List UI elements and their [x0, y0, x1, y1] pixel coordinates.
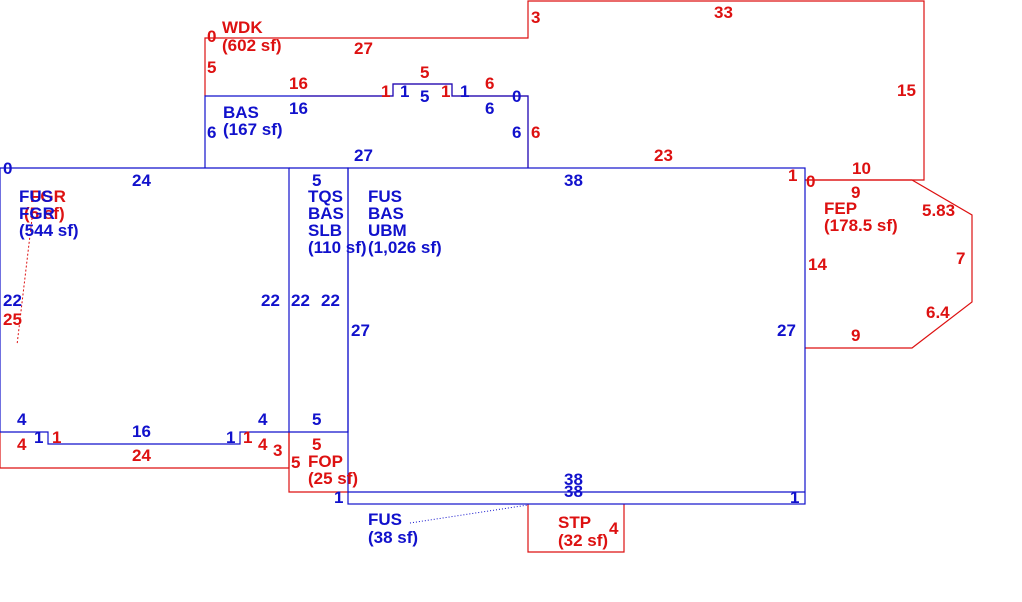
fus-left-outline — [0, 167, 290, 445]
dimension-label: 4 — [17, 435, 27, 454]
dimension-label: 22 — [291, 291, 310, 310]
dimension-label: 0 — [3, 159, 12, 178]
dimension-label: 5 — [312, 410, 321, 429]
bas-top-outline — [204, 83, 529, 168]
dimension-label: 3 — [531, 8, 540, 27]
fgr-overlap-area: (5 sf) — [24, 204, 65, 223]
dimension-label: 1 — [788, 166, 797, 185]
dimension-label: 33 — [714, 3, 733, 22]
dimension-label: 15 — [897, 81, 916, 100]
fus-bottom-area: (38 sf) — [368, 528, 418, 547]
fgr-overlap-label: FGR — [30, 187, 66, 206]
dimension-label: 5 — [420, 87, 429, 106]
dimension-label: 1 — [34, 428, 43, 447]
tqs-label-1: TQS — [308, 187, 343, 206]
dimension-label: 27 — [354, 39, 373, 58]
dimension-label: 1 — [400, 82, 409, 101]
dimension-label: 9 — [851, 326, 860, 345]
fep-label: FEP — [824, 199, 857, 218]
dimension-label: 6 — [485, 99, 494, 118]
dimension-label: 5.83 — [922, 201, 955, 220]
dimension-label: 4 — [258, 410, 268, 429]
dimension-label: 16 — [289, 74, 308, 93]
dimension-label: 4 — [17, 410, 27, 429]
dimension-label: 1 — [441, 82, 450, 101]
dimension-label: 22 — [321, 291, 340, 310]
dimension-label: 27 — [777, 321, 796, 340]
fep-outline — [805, 179, 973, 349]
dimension-label: 38 — [564, 482, 583, 501]
dimension-label: 22 — [3, 291, 22, 310]
dimension-label: 6 — [485, 74, 494, 93]
bas-top-area: (167 sf) — [223, 120, 283, 139]
dimension-label: 25 — [3, 310, 22, 329]
dimension-label: 5 — [420, 63, 429, 82]
tqs-area: (110 sf) — [308, 238, 367, 257]
dimension-label: 38 — [564, 171, 583, 190]
fgr-label: FGR — [19, 204, 55, 223]
fus-left-area: (544 sf) — [19, 221, 79, 240]
dimension-label: 5 — [312, 171, 321, 190]
leader-line-bottom — [409, 504, 529, 524]
dimension-label: 3 — [273, 441, 282, 460]
fus-main-area: (1,026 sf) — [368, 238, 442, 257]
fus-main-label-3: UBM — [368, 221, 407, 240]
stp-outline — [527, 504, 625, 553]
dimension-label: 1 — [52, 428, 61, 447]
dimension-label: 24 — [132, 446, 151, 465]
stp-label: STP — [558, 513, 591, 532]
dimension-label: 22 — [261, 291, 280, 310]
dimension-label: 1 — [334, 488, 343, 507]
fop-label: FOP — [308, 452, 343, 471]
fus-bottom-label: FUS — [368, 510, 402, 529]
dimension-label: 27 — [354, 146, 373, 165]
dimension-label: 5 — [207, 58, 216, 77]
wdk-label: WDK — [222, 18, 263, 37]
dimension-label: 1 — [226, 428, 235, 447]
dimension-label: 6 — [531, 123, 540, 142]
dimension-label: 1 — [790, 488, 799, 507]
fus-left-label: FUS — [19, 187, 53, 206]
leader-line-left — [16, 209, 34, 346]
fus-main-label-2: BAS — [368, 204, 404, 223]
fus-main-outline — [347, 167, 806, 505]
dimension-label: 27 — [351, 321, 370, 340]
dimension-label: 1 — [381, 82, 390, 101]
dimension-label: 0 — [512, 87, 521, 106]
dimension-label: 6.4 — [926, 303, 950, 322]
dimension-label: 10 — [852, 159, 871, 178]
wdk-area: (602 sf) — [222, 36, 282, 55]
dimension-label: 5 — [312, 435, 321, 454]
dimension-label: 14 — [808, 255, 827, 274]
dimension-label: 0 — [207, 27, 216, 46]
dimension-label: 1 — [460, 82, 469, 101]
dimension-label: 9 — [851, 183, 860, 202]
dimension-label: 4 — [258, 435, 268, 454]
tqs-label-3: SLB — [308, 221, 342, 240]
dimension-label: 24 — [132, 171, 151, 190]
wdk-outline — [204, 0, 925, 181]
dimension-label: 23 — [654, 146, 673, 165]
dimension-label: 6 — [512, 123, 521, 142]
dimension-label: 16 — [132, 422, 151, 441]
bas-top-label: BAS — [223, 103, 259, 122]
dimension-label: 4 — [609, 519, 619, 538]
fop-outline — [288, 432, 348, 493]
dimension-label: 16 — [289, 99, 308, 118]
dimension-label: 1 — [243, 428, 252, 447]
dimension-label: 5 — [291, 453, 300, 472]
fop-area: (25 sf) — [308, 469, 358, 488]
stp-area: (32 sf) — [558, 531, 608, 550]
dimension-label: 6 — [207, 123, 216, 142]
tqs-label-2: BAS — [308, 204, 344, 223]
dimension-label: 38 — [564, 470, 583, 489]
fus-main-label-1: FUS — [368, 187, 402, 206]
dimension-label: 7 — [956, 249, 965, 268]
dimension-label: 0 — [806, 172, 815, 191]
fep-area: (178.5 sf) — [824, 216, 898, 235]
